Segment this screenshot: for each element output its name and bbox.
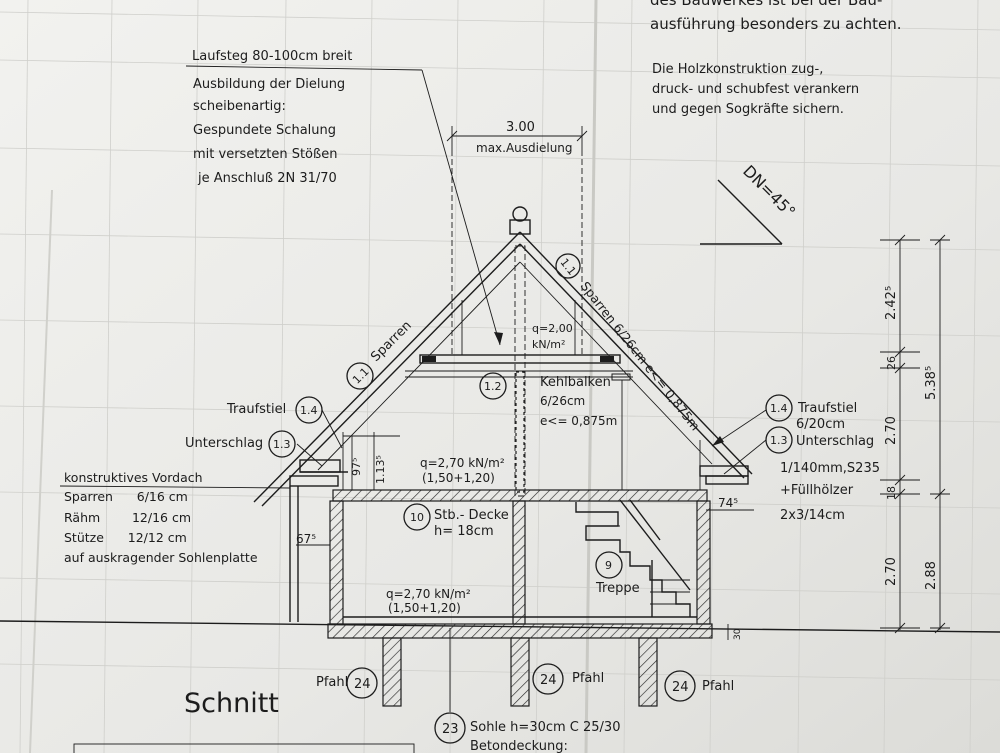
note-laufsteg-1: Laufsteg 80-100cm breit bbox=[192, 49, 352, 64]
dim-t2: 2.88 bbox=[924, 561, 939, 590]
dim-r1: 2.42⁵ bbox=[884, 286, 899, 320]
drawing-title: Schnitt bbox=[184, 688, 279, 719]
note-holz-1: Die Holzkonstruktion zug-, bbox=[652, 62, 823, 77]
label-unterschlag-right-4: 2x3/14cm bbox=[780, 508, 845, 523]
vordach-1: konstruktives Vordach bbox=[64, 470, 203, 485]
dim-30: 30 bbox=[733, 628, 743, 640]
ausdielung-value: 3.00 bbox=[506, 120, 535, 135]
laufsteg-arrowhead bbox=[494, 332, 503, 345]
wall-middle bbox=[512, 500, 526, 625]
pos-1-3-right: 1.3 bbox=[770, 434, 788, 447]
dim-113: 1.13⁵ bbox=[374, 455, 387, 484]
vordach-5: auf auskragender Sohlenplatte bbox=[64, 550, 258, 565]
header-line-2: ausführung besonders zu achten. bbox=[650, 15, 902, 33]
pos-9: 9 bbox=[605, 559, 612, 572]
ground-line bbox=[0, 620, 1000, 633]
leader-unterschlag-right bbox=[723, 439, 767, 475]
label-unterschlag-left: Unterschlag bbox=[185, 436, 263, 451]
laufsteg-leader bbox=[421, 69, 501, 346]
label-pfahl-1: Pfahl bbox=[316, 675, 348, 690]
dim-97: 97⁵ bbox=[350, 458, 363, 476]
ceiling-slab bbox=[332, 489, 708, 502]
wall-right bbox=[696, 500, 711, 625]
dim-67: 67⁵ bbox=[296, 532, 316, 546]
note-laufsteg-3: scheibenartig: bbox=[193, 99, 286, 114]
label-load-eg-2: (1,50+1,20) bbox=[388, 601, 461, 615]
vordach-4: Stütze 12/12 cm bbox=[64, 530, 187, 545]
dim-t1: 5.38⁵ bbox=[924, 366, 939, 400]
label-load-og-2: (1,50+1,20) bbox=[422, 471, 495, 485]
pos-10: 10 bbox=[410, 511, 424, 524]
label-traufstiel-right-2: 6/20cm bbox=[796, 417, 845, 432]
label-load-attic-2: kN/m² bbox=[532, 338, 565, 351]
note-laufsteg-5: mit versetzten Stößen bbox=[193, 147, 337, 162]
label-load-attic-1: q=2,00 bbox=[532, 322, 573, 335]
leader-traufstiel-left bbox=[321, 409, 343, 449]
dim-74: 74⁵ bbox=[718, 496, 738, 510]
dim-r5: 2.70 bbox=[884, 557, 899, 586]
label-sohle-2: Betondeckung: bbox=[470, 739, 568, 753]
pile-2 bbox=[510, 637, 530, 707]
note-holz-2: druck- und schubfest verankern bbox=[652, 82, 859, 97]
leader-traufstiel-right-arrow bbox=[712, 436, 724, 446]
leader-unterschlag-left bbox=[296, 443, 323, 467]
label-kehlbalken-1: Kehlbalken bbox=[540, 375, 611, 390]
vordach-2: Sparren 6/16 cm bbox=[64, 489, 188, 504]
label-traufstiel-left: Traufstiel bbox=[226, 402, 286, 417]
label-treppe: Treppe bbox=[595, 581, 640, 596]
header-line-1: des Bauwerkes ist bei der Bau- bbox=[650, 0, 882, 9]
vordach-underline bbox=[59, 485, 291, 489]
pos-1-3-left: 1.3 bbox=[273, 438, 291, 451]
label-pfahl-2: Pfahl bbox=[572, 671, 604, 686]
ausdielung-label: max.Ausdielung bbox=[476, 141, 573, 155]
dim-chain-right bbox=[880, 234, 950, 634]
dim-r3: 2.70 bbox=[884, 416, 899, 445]
label-unterschlag-right-2: 1/140mm,S235 bbox=[780, 461, 880, 476]
pile-1 bbox=[382, 637, 402, 707]
vordach-3: Rähm 12/16 cm bbox=[64, 510, 191, 525]
note-holz-3: und gegen Sogkräfte sichern. bbox=[652, 102, 844, 117]
pos-23: 23 bbox=[442, 722, 459, 737]
dim-r4: 18 bbox=[885, 486, 898, 500]
note-laufsteg-6: je Anschluß 2N 31/70 bbox=[197, 171, 337, 186]
pos-1-4-left: 1.4 bbox=[300, 404, 318, 417]
label-unterschlag-right-1: Unterschlag bbox=[796, 434, 874, 449]
note-laufsteg-underline bbox=[185, 65, 423, 71]
note-laufsteg-2: Ausbildung der Dielung bbox=[193, 77, 345, 92]
staircase bbox=[575, 499, 691, 617]
label-decke-2: h= 18cm bbox=[434, 524, 494, 539]
dim-r2: 26 bbox=[885, 356, 898, 370]
pile-3 bbox=[638, 637, 658, 707]
label-load-og-1: q=2,70 kN/m² bbox=[420, 456, 505, 470]
wall-left bbox=[329, 500, 344, 625]
paper-fold-left bbox=[29, 189, 53, 753]
bottom-frame bbox=[73, 743, 415, 753]
label-unterschlag-right-3: +Füllhölzer bbox=[780, 483, 854, 498]
label-decke-1: Stb.- Decke bbox=[434, 508, 509, 523]
pos-24-c: 24 bbox=[672, 680, 689, 695]
label-traufstiel-right-1: Traufstiel bbox=[797, 401, 857, 416]
note-laufsteg-4: Gespundete Schalung bbox=[193, 123, 336, 138]
label-pfahl-3: Pfahl bbox=[702, 679, 734, 694]
label-load-eg-1: q=2,70 kN/m² bbox=[386, 587, 471, 601]
pos-24-a: 24 bbox=[354, 677, 371, 692]
pos-24-b: 24 bbox=[540, 673, 557, 688]
label-kehlbalken-2: 6/26cm bbox=[540, 394, 585, 408]
pos-1-2: 1.2 bbox=[484, 380, 502, 393]
label-kehlbalken-3: e<= 0,875m bbox=[540, 414, 617, 428]
roof-structure bbox=[253, 206, 753, 507]
label-sohle-1: Sohle h=30cm C 25/30 bbox=[470, 720, 620, 735]
pos-1-4-right: 1.4 bbox=[770, 402, 788, 415]
